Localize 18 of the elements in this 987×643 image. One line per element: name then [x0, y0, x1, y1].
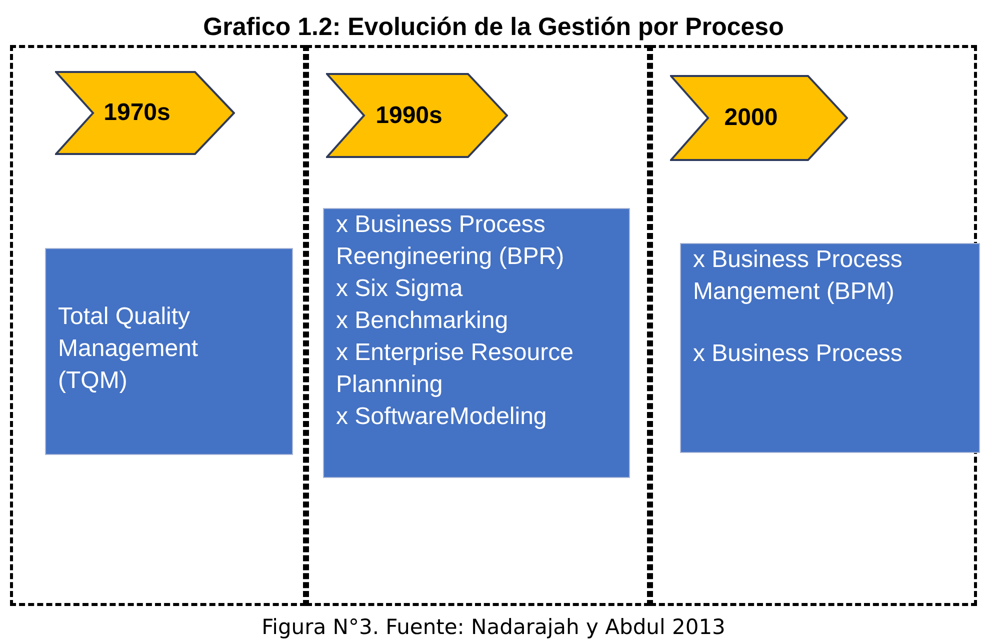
bullet-text: x Six Sigma — [336, 274, 464, 304]
content-box — [45, 248, 293, 455]
title: Grafico 1.2: Evolución de la Gestión por Proceso — [202, 12, 785, 42]
bullet-text: x Business Process Mangement (BPM) — [693, 245, 904, 307]
bullet-text: x Business Process Reengineering (BPR) — [336, 210, 566, 272]
content-box — [680, 243, 980, 453]
bullet-text: x SoftwareModeling — [336, 402, 548, 432]
bullet-text: x Business Process — [693, 339, 904, 369]
dashed-column-panel — [650, 45, 977, 606]
chevron-arrow: 1970s — [55, 71, 235, 155]
dashed-column-panel — [306, 45, 650, 606]
caption: Figura N°3. Fuente: Nadarajah y Abdul 2013 — [260, 614, 726, 640]
bullet-text: x Benchmarking — [336, 306, 510, 336]
bullet-text: Total Quality Management (TQM) — [58, 302, 200, 396]
dashed-column-panel — [10, 45, 306, 606]
chevron-arrow: 1990s — [326, 73, 508, 158]
content-box — [323, 208, 630, 478]
chevron-arrow: 2000 — [670, 75, 848, 161]
